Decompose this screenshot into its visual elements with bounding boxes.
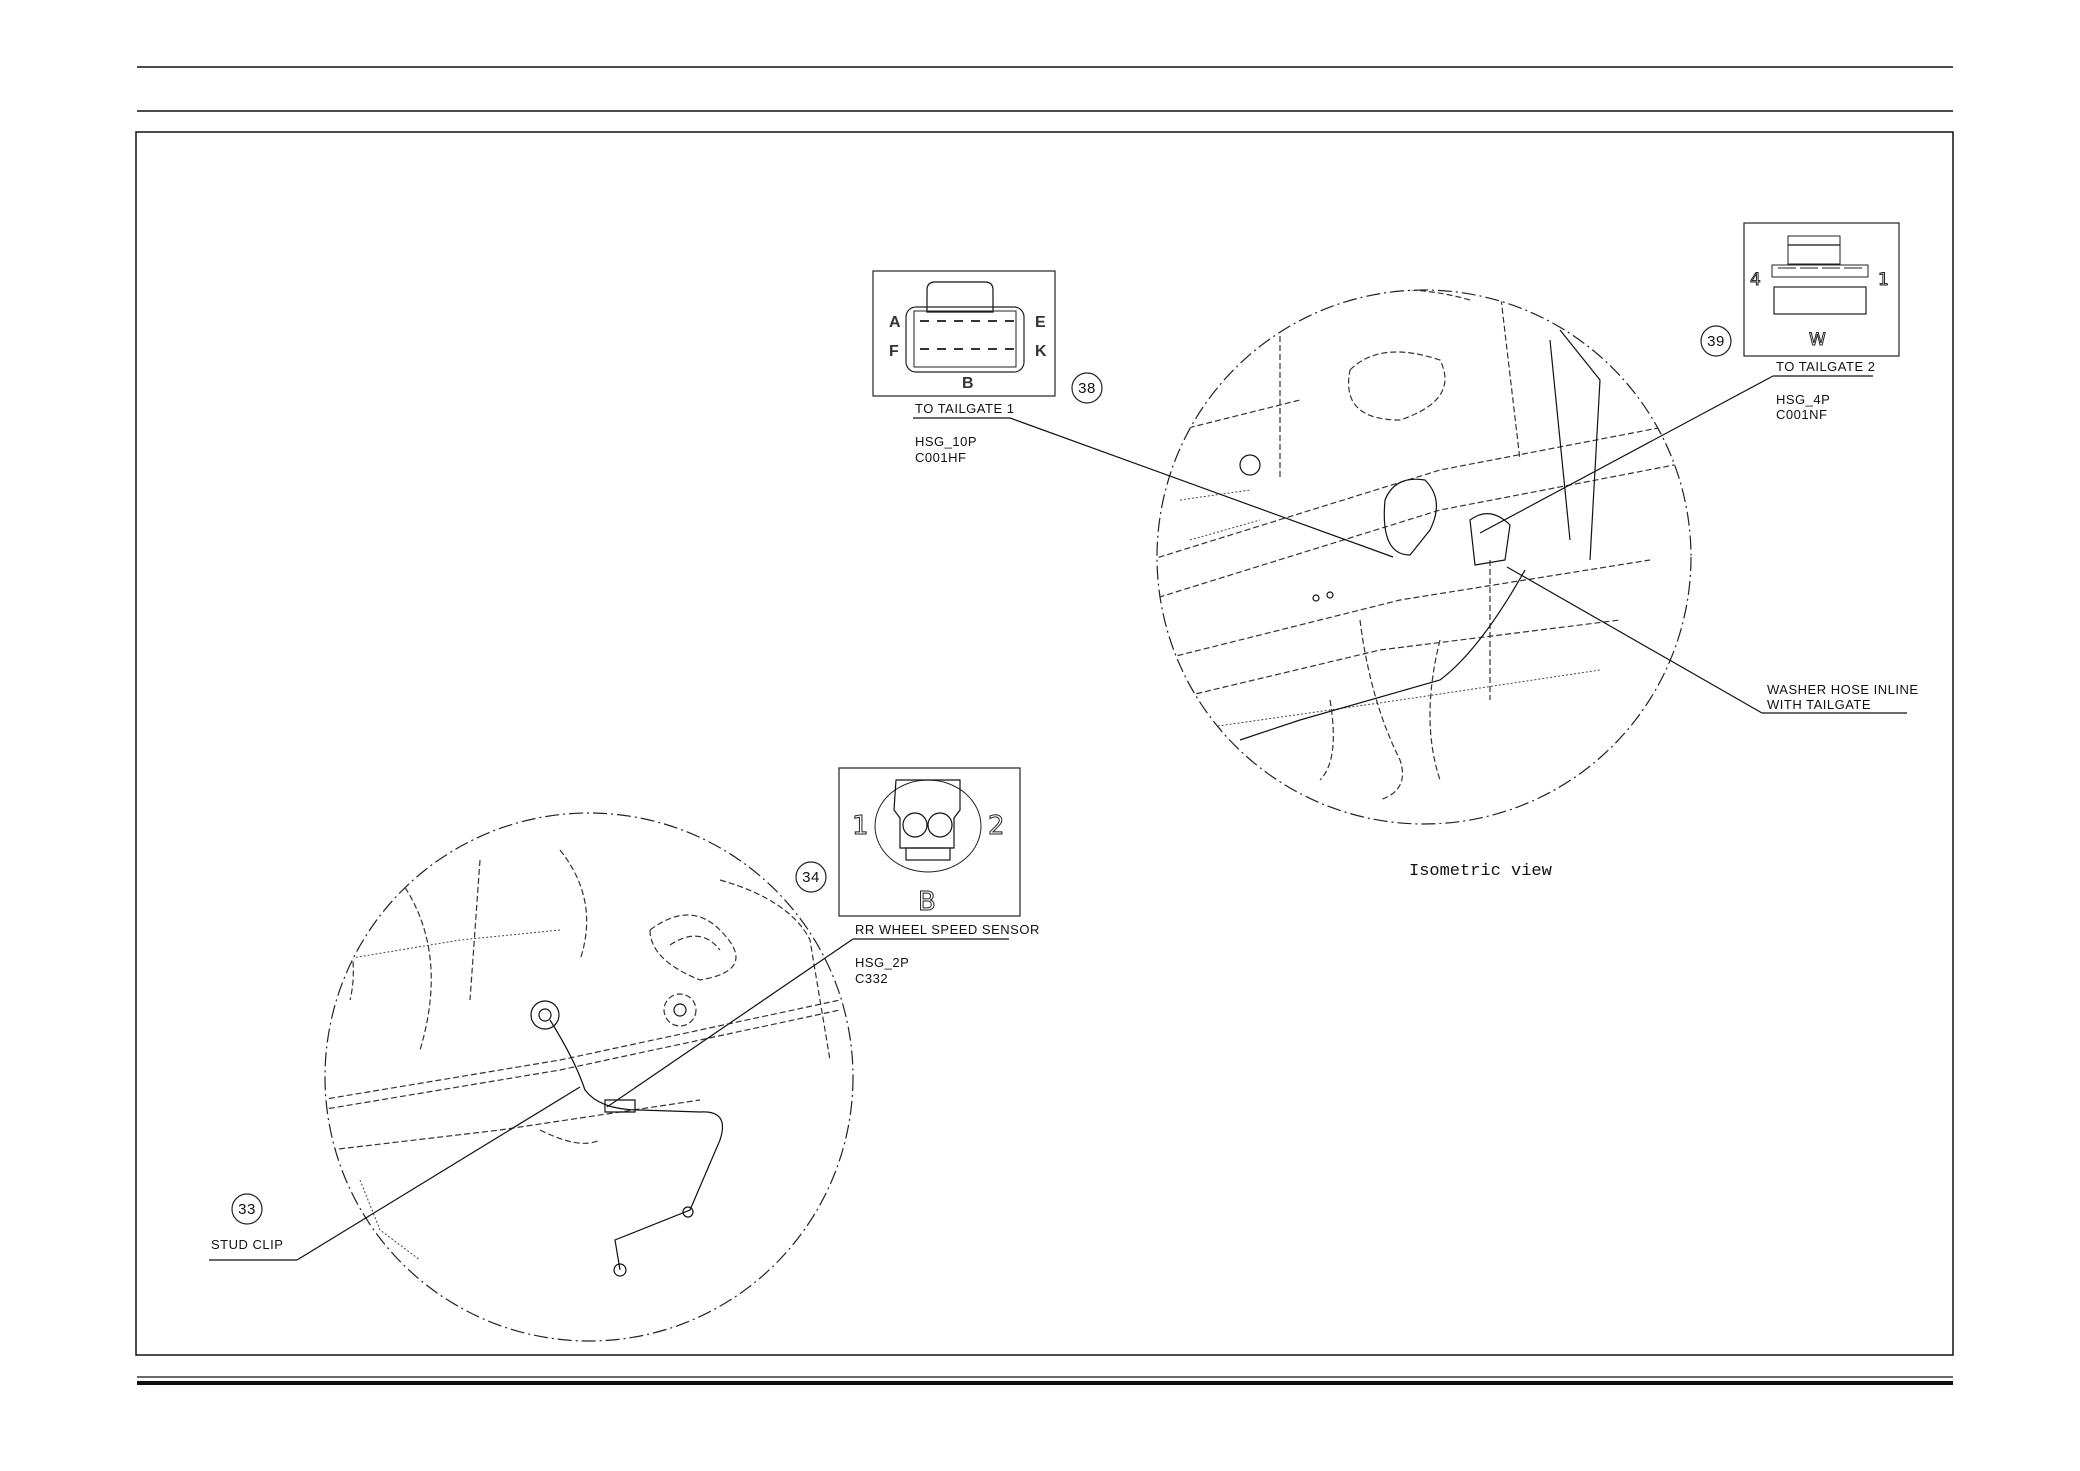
view-letter: B bbox=[918, 887, 936, 917]
washer-hose-line2: WITH TAILGATE bbox=[1767, 697, 1871, 712]
view-label: Isometric view bbox=[1409, 862, 1553, 881]
view-letter: W bbox=[1809, 330, 1826, 350]
callout-number-38: 38 bbox=[1078, 380, 1096, 397]
pin-label-1: 1 bbox=[1878, 270, 1889, 290]
washer-hose-line1: WASHER HOSE INLINE bbox=[1767, 682, 1919, 697]
connector-34-rr-wheel-speed-sensor: 1 2 B 34 RR WHEEL SPEED SENSOR HSG_2P C3… bbox=[606, 767, 1040, 1108]
pin-label-a: A bbox=[889, 314, 901, 331]
pin-label-e: E bbox=[1035, 314, 1046, 331]
leader-line bbox=[1506, 566, 1763, 714]
housing-code: HSG_4P bbox=[1776, 392, 1830, 407]
connector-name: TO TAILGATE 1 bbox=[915, 401, 1014, 416]
callout-number-34: 34 bbox=[802, 869, 820, 886]
callout-number-39: 39 bbox=[1707, 333, 1725, 350]
leader-line bbox=[606, 938, 854, 1108]
connector-name: TO TAILGATE 2 bbox=[1776, 359, 1875, 374]
callout-33-stud-clip: 33 STUD CLIP bbox=[209, 1086, 581, 1261]
pin-label-1: 1 bbox=[852, 811, 869, 841]
connector-39-to-tailgate-2: 4 1 W 39 TO TAILGATE 2 HSG_4P C001NF bbox=[1479, 222, 1900, 534]
callout-washer-hose: WASHER HOSE INLINE WITH TAILGATE bbox=[1506, 566, 1919, 714]
stud-clip-label: STUD CLIP bbox=[211, 1237, 283, 1252]
housing-code: HSG_10P bbox=[915, 434, 977, 449]
isometric-detail-tailgate bbox=[1156, 289, 1692, 825]
view-letter: B bbox=[962, 375, 974, 392]
pin-label-f: F bbox=[889, 343, 899, 360]
leader-line bbox=[1479, 375, 1774, 534]
housing-code: HSG_2P bbox=[855, 955, 909, 970]
pin-label-k: K bbox=[1035, 343, 1047, 360]
callout-number-33: 33 bbox=[238, 1201, 256, 1218]
leader-line bbox=[296, 1086, 581, 1261]
connector-code: C332 bbox=[855, 971, 888, 986]
connector-code: C001HF bbox=[915, 450, 966, 465]
leader-line bbox=[1009, 417, 1394, 558]
drawing-frame bbox=[135, 131, 1954, 1356]
connector-code: C001NF bbox=[1776, 407, 1827, 422]
pin-label-2: 2 bbox=[988, 811, 1005, 841]
connector-name: RR WHEEL SPEED SENSOR bbox=[855, 922, 1040, 937]
pin-label-4: 4 bbox=[1750, 270, 1761, 290]
detail-rr-wheel-speed-sensor bbox=[324, 812, 854, 1342]
connector-38-to-tailgate-1: A E F K B 38 TO TAILGATE 1 HSG_10P C001H… bbox=[872, 270, 1394, 558]
